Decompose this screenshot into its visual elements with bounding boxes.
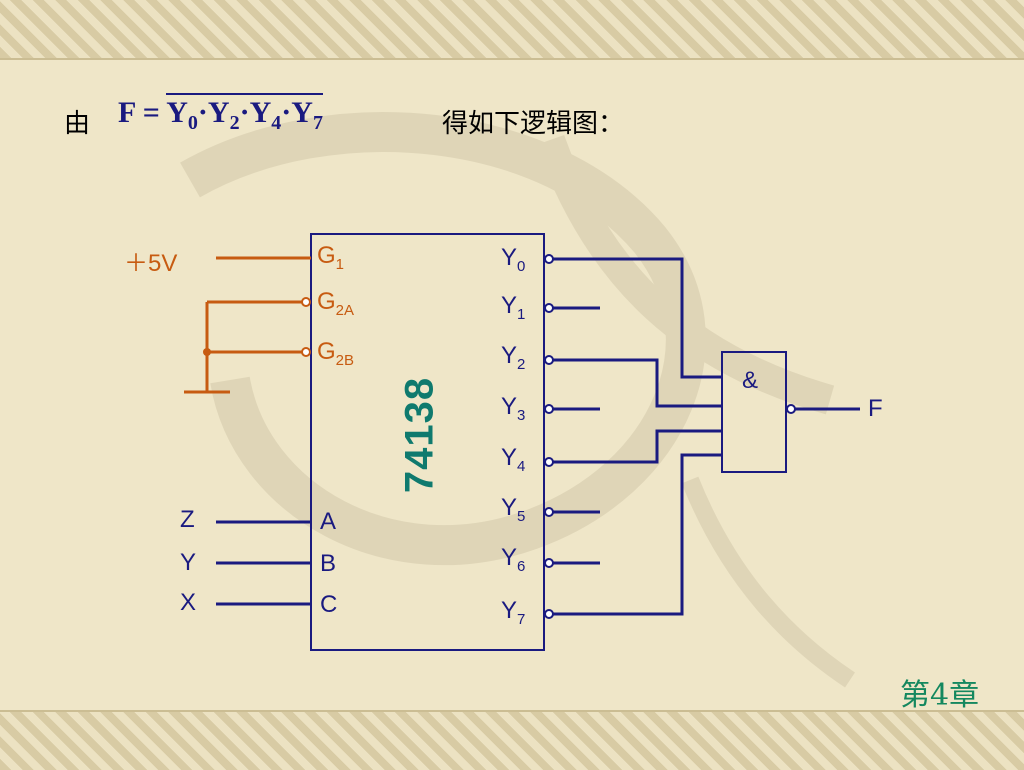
bubble-y0	[544, 254, 554, 264]
gate-and-symbol: &	[742, 367, 759, 394]
enable-input-g1: G1	[317, 242, 345, 273]
chip-74138-label: 74138	[397, 376, 442, 494]
bubble-y3	[544, 404, 554, 414]
formula-suffix: 得如下逻辑图：	[442, 109, 625, 139]
output-y4: Y4	[501, 444, 526, 475]
wire-y0-to-gate	[553, 257, 722, 379]
input-var-z: Z	[180, 506, 195, 533]
enable-input-g2b: G2B	[317, 338, 355, 369]
output-y6: Y6	[501, 544, 526, 575]
enable-input-g2a: G2A	[317, 288, 355, 319]
bubble-y5	[544, 507, 554, 517]
wire-y4-to-gate	[553, 429, 722, 464]
bubble-y6	[544, 558, 554, 568]
formula-lhs: F =	[118, 96, 160, 129]
select-input-a: A	[320, 508, 337, 535]
nand-gate-body	[721, 351, 787, 473]
bubble-y2	[544, 355, 554, 365]
top-decorative-border	[0, 0, 1024, 60]
input-var-y: Y	[180, 549, 197, 576]
wire-y2-to-gate	[553, 358, 722, 408]
chip-74138-body	[310, 233, 545, 651]
input-var-x: X	[180, 589, 197, 616]
output-y5: Y5	[501, 494, 526, 525]
wire-y7-to-gate	[553, 453, 722, 616]
select-input-b: B	[320, 550, 337, 577]
bubble-y4	[544, 457, 554, 467]
bubble-y1	[544, 303, 554, 313]
formula-prefix: 由	[64, 109, 91, 139]
bubble-g2a	[301, 297, 311, 307]
output-y0: Y0	[501, 244, 526, 275]
logic-formula: F = Y0·Y2·Y4·Y7	[118, 93, 323, 135]
wire-junction-dot	[203, 348, 211, 356]
chapter-label: 第4章	[900, 678, 980, 713]
formula-nand-term: Y0·Y2·Y4·Y7	[166, 93, 323, 134]
nand-gate-output-bubble	[786, 404, 796, 414]
output-y1: Y1	[501, 292, 526, 323]
output-y3: Y3	[501, 393, 526, 424]
bubble-g2b	[301, 347, 311, 357]
select-input-c: C	[320, 591, 338, 618]
bubble-y7	[544, 609, 554, 619]
output-y7: Y7	[501, 597, 526, 628]
power-label: ＋5V	[124, 250, 178, 277]
output-y2: Y2	[501, 342, 526, 373]
bottom-decorative-border	[0, 710, 1024, 770]
gate-output-f: F	[868, 395, 883, 422]
